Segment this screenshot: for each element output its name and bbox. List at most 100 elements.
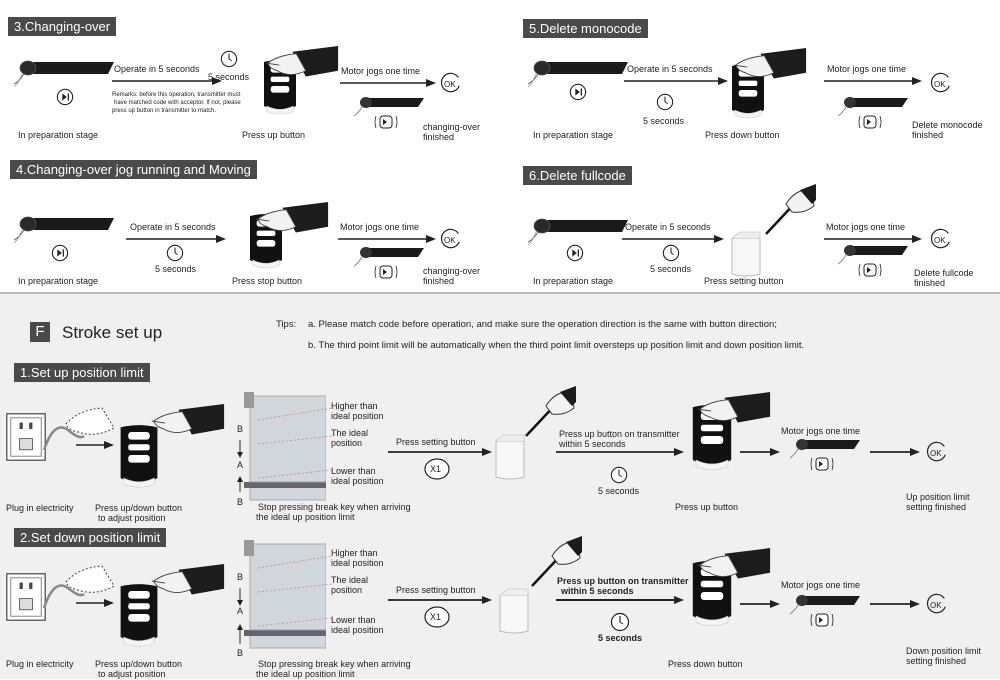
play-button-icon — [569, 83, 587, 101]
f2-seconds: 5 seconds — [598, 633, 643, 643]
power-cord-icon — [42, 584, 85, 609]
clock-icon — [662, 244, 680, 262]
arrow-icon — [338, 235, 436, 243]
f1-x1: X1 — [430, 464, 442, 474]
motor-jog-icon — [790, 592, 860, 632]
f2-higher-2: ideal position — [331, 558, 384, 568]
f2-stop-2: the ideal up position limit — [256, 669, 355, 679]
s3-operate-label: Operate in 5 seconds — [114, 64, 200, 74]
f1-seconds: 5 seconds — [598, 486, 640, 496]
arrow-icon — [870, 448, 920, 456]
s6-operate-label: Operate in 5 seconds — [625, 222, 711, 232]
s4-caption-press: Press stop button — [232, 276, 303, 286]
top-panel — [0, 0, 1000, 294]
f2-lower-1: Lower than — [331, 615, 376, 625]
stroke-setup-title: Stroke set up — [62, 323, 163, 342]
f1-stop-2: the ideal up position limit — [256, 512, 355, 522]
s5-caption-press: Press down button — [705, 130, 780, 140]
s4-caption-prep: In preparation stage — [18, 276, 99, 286]
s6-ok: OK — [934, 236, 946, 245]
arrow-icon — [76, 599, 114, 607]
arrow-icon — [556, 448, 684, 456]
s5-seconds: 5 seconds — [643, 116, 685, 126]
clock-icon — [166, 244, 184, 262]
hand-icon — [150, 560, 226, 608]
section-3-title: 3.Changing-over — [8, 17, 117, 36]
arrow-icon — [556, 596, 684, 604]
f1-press-btn: Press up button — [675, 502, 739, 512]
play-button-icon — [566, 244, 584, 262]
f1-done-2: setting finished — [906, 502, 967, 512]
x1-badge-icon — [424, 606, 450, 628]
s4-seconds: 5 seconds — [155, 264, 197, 274]
tip-b: b. The third point limit will be automat… — [308, 340, 805, 351]
f1-higher-1: Higher than — [331, 401, 378, 411]
play-button-icon — [56, 88, 74, 106]
wall-socket-icon — [6, 568, 46, 626]
f2-letter-b-top: B — [237, 572, 244, 582]
f1-lower-2: ideal position — [331, 476, 384, 486]
arrow-icon — [388, 596, 492, 604]
clock-icon — [656, 93, 674, 111]
motor-jog-icon — [354, 94, 424, 134]
f2-done-2: setting finished — [906, 656, 967, 666]
power-cord-icon — [42, 426, 85, 451]
s4-ok: OK — [444, 236, 456, 245]
s3-seconds: 5 seconds — [208, 72, 250, 82]
arrow-icon — [340, 79, 436, 87]
tip-a: a. Please match code before operation, a… — [308, 319, 777, 330]
position-guide-lines — [237, 555, 333, 644]
f2-x1: X1 — [430, 612, 442, 622]
arrow-icon — [870, 600, 920, 608]
s3-caption-prep: In preparation stage — [18, 130, 99, 140]
f2-stop-1: Stop pressing break key when arriving — [258, 659, 411, 669]
arrow-icon — [824, 235, 922, 243]
arrow-icon — [76, 441, 114, 449]
arrow-icon — [824, 77, 922, 85]
f1-motor: Motor jogs one time — [781, 426, 861, 436]
motor-jog-icon — [790, 436, 860, 476]
f-letter-icon: F — [30, 322, 50, 342]
s3-remark-2: have matched code with acceptor. If not,… — [114, 100, 241, 106]
section-5-title: 5.Delete monocode — [523, 19, 648, 38]
arrow-icon — [388, 448, 492, 456]
s4-operate-label: Operate in 5 seconds — [130, 222, 216, 232]
f2-motor: Motor jogs one time — [781, 580, 861, 590]
f2-press-btn: Press down button — [668, 659, 743, 669]
f1-title: 1.Set up position limit — [14, 363, 150, 382]
f1-letter-b-bottom: B — [237, 497, 244, 507]
arrow-icon — [622, 235, 724, 243]
arrow-icon — [126, 235, 226, 243]
arrow-icon — [740, 600, 780, 608]
f1-press-setting: Press setting button — [396, 437, 476, 447]
f2-ideal-2: position — [331, 585, 363, 595]
hand-icon — [696, 544, 772, 592]
motor-jog-icon — [354, 244, 424, 284]
f2-press-ud-1: Press up/down button — [95, 659, 183, 669]
f2-higher-1: Higher than — [331, 548, 378, 558]
clock-icon — [610, 612, 630, 632]
hand-icon — [696, 388, 772, 436]
f2-press-tx-2: within 5 seconds — [561, 586, 634, 596]
f1-plug-label: Plug in electricity — [6, 503, 74, 513]
f2-lower-2: ideal position — [331, 625, 384, 635]
dotted-hand-icon — [65, 565, 115, 593]
f1-stop-1: Stop pressing break key when arriving — [258, 502, 411, 512]
dotted-hand-icon — [65, 407, 115, 435]
f1-higher-2: ideal position — [331, 411, 384, 421]
hand-icon — [254, 198, 330, 246]
f1-done-1: Up position limit — [906, 492, 970, 502]
s5-operate-label: Operate in 5 seconds — [627, 64, 713, 74]
motor-jog-icon — [838, 94, 908, 134]
stylus-hand-icon — [756, 184, 816, 244]
s5-caption-prep: In preparation stage — [533, 130, 614, 140]
s6-caption-done-1: Delete fullcode — [914, 268, 974, 278]
tips-label: Tips: — [276, 319, 297, 330]
f2-press-setting: Press setting button — [396, 585, 476, 595]
s3-caption-done-2: finished — [423, 132, 455, 142]
motor-tube-icon — [14, 58, 114, 92]
s6-caption-prep: In preparation stage — [533, 276, 614, 286]
arrow-icon — [112, 77, 222, 85]
s3-ok: OK — [444, 80, 456, 89]
f2-done-1: Down position limit — [906, 646, 982, 656]
